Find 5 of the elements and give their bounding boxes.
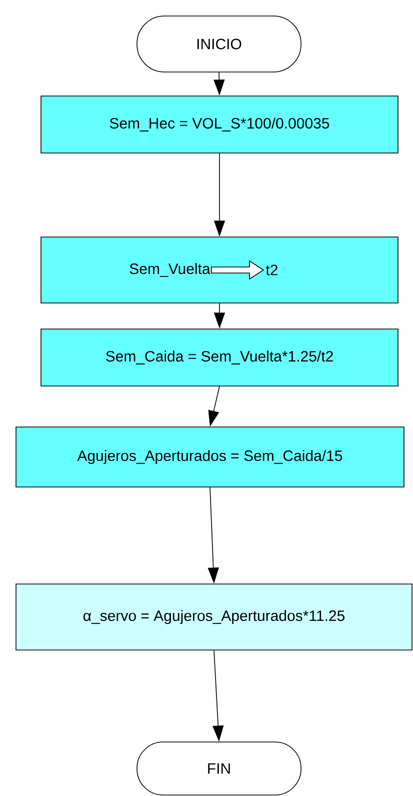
process-box: Sem_Vuelta t2 — [40, 236, 398, 304]
process-box: α_servo = Agujeros_Aperturados*11.25 — [16, 584, 412, 650]
process-box: Agujeros_Aperturados = Sem_Caida/15 — [16, 426, 404, 488]
process-box: Sem_Hec = VOL_S*100/0.00035 — [40, 96, 398, 154]
process-box: Sem_Caida = Sem_Vuelta*1.25/t2 — [40, 328, 398, 386]
